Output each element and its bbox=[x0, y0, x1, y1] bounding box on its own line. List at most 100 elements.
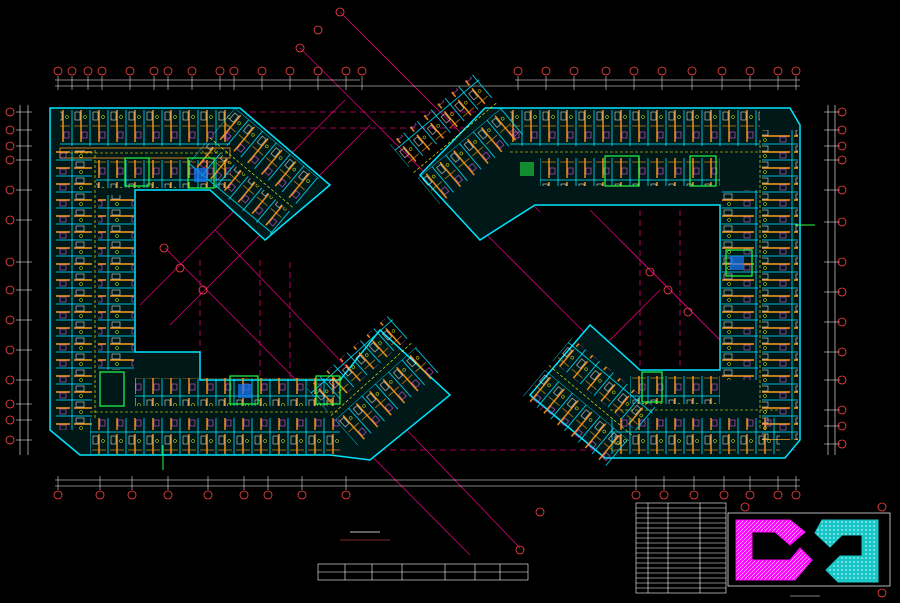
grid-bubble bbox=[5, 415, 15, 425]
grid-bubble bbox=[791, 490, 801, 500]
grid-bubble bbox=[837, 257, 847, 267]
grid-bubble bbox=[5, 375, 15, 385]
grid-bubble bbox=[5, 107, 15, 117]
grid-bubble bbox=[535, 507, 545, 517]
grid-bubble bbox=[163, 490, 173, 500]
grid-bubble bbox=[645, 267, 655, 277]
room-row-top-right-inner bbox=[540, 158, 720, 186]
grid-bubble bbox=[631, 490, 641, 500]
grid-bubble bbox=[357, 66, 367, 76]
grid-bubble bbox=[717, 66, 727, 76]
grid-bubble bbox=[203, 490, 213, 500]
grid-bubble bbox=[295, 43, 305, 53]
right-wing-block bbox=[389, 73, 815, 467]
grid-bubble bbox=[83, 66, 93, 76]
grid-bubble bbox=[5, 141, 15, 151]
legend-table bbox=[635, 502, 727, 594]
grid-bubble bbox=[837, 155, 847, 165]
grid-bubble bbox=[837, 217, 847, 227]
grid-bubble bbox=[837, 405, 847, 415]
grid-bubble bbox=[773, 66, 783, 76]
grid-bubble bbox=[837, 421, 847, 431]
revision-table bbox=[317, 563, 529, 581]
grid-bubble bbox=[541, 66, 551, 76]
grid-bubble bbox=[657, 66, 667, 76]
grid-bubble bbox=[601, 66, 611, 76]
grid-bubble bbox=[163, 66, 173, 76]
grid-bubble bbox=[5, 315, 15, 325]
grid-bubble bbox=[341, 66, 351, 76]
diagonal-axis-lines bbox=[100, 11, 800, 556]
grid-bubble bbox=[187, 66, 197, 76]
grid-bubble bbox=[215, 66, 225, 76]
grid-bubble bbox=[837, 439, 847, 449]
grid-bubble bbox=[5, 257, 15, 267]
grid-axis-bubbles bbox=[5, 7, 847, 555]
grid-bubble bbox=[745, 66, 755, 76]
grid-bubble bbox=[5, 435, 15, 445]
grid-bubble bbox=[313, 25, 323, 35]
grid-bubble bbox=[53, 490, 63, 500]
grid-bubble bbox=[125, 66, 135, 76]
grid-bubble bbox=[745, 490, 755, 500]
room-column-left-inner bbox=[98, 195, 134, 370]
grid-bubble bbox=[773, 490, 783, 500]
grid-bubble bbox=[719, 490, 729, 500]
key-plan bbox=[727, 502, 891, 598]
grid-bubble bbox=[687, 66, 697, 76]
grid-bubble bbox=[149, 66, 159, 76]
grid-bubble bbox=[5, 215, 15, 225]
grid-bubble bbox=[837, 317, 847, 327]
grid-bubble bbox=[127, 490, 137, 500]
grid-bubble bbox=[67, 66, 77, 76]
grid-bubble bbox=[257, 66, 267, 76]
grid-bubble bbox=[689, 490, 699, 500]
grid-bubble bbox=[629, 66, 639, 76]
grid-bubble bbox=[5, 125, 15, 135]
room-row-bottom-left-inner bbox=[135, 378, 335, 406]
grid-bubble bbox=[313, 66, 323, 76]
room-column-right-outer bbox=[762, 130, 798, 440]
grid-bubble bbox=[837, 141, 847, 151]
grid-bubble bbox=[175, 263, 185, 273]
grid-bubble bbox=[95, 490, 105, 500]
grid-bubble bbox=[97, 66, 107, 76]
grid-bubble bbox=[5, 285, 15, 295]
grid-bubble bbox=[659, 490, 669, 500]
grid-bubble bbox=[53, 66, 63, 76]
grid-bubble bbox=[229, 66, 239, 76]
grid-bubble bbox=[5, 399, 15, 409]
grid-bubble bbox=[791, 66, 801, 76]
grid-bubble bbox=[341, 490, 351, 500]
grid-bubble bbox=[837, 375, 847, 385]
grid-bubble bbox=[837, 125, 847, 135]
grid-bubble bbox=[837, 185, 847, 195]
grid-bubble bbox=[297, 490, 307, 500]
room-column-right-inner bbox=[722, 190, 758, 380]
dimension-lines bbox=[19, 79, 836, 487]
room-row-top-right bbox=[510, 110, 760, 146]
grid-bubble bbox=[837, 287, 847, 297]
grid-bubble bbox=[198, 285, 208, 295]
grid-bubble bbox=[837, 107, 847, 117]
grid-bubble bbox=[837, 347, 847, 357]
grid-bubble bbox=[663, 285, 673, 295]
grid-bubble bbox=[335, 7, 345, 17]
dimension-ticks bbox=[16, 76, 840, 490]
grid-bubble bbox=[239, 490, 249, 500]
grid-bubble bbox=[569, 66, 579, 76]
grid-bubble bbox=[683, 307, 693, 317]
left-wing-block bbox=[49, 107, 452, 470]
grid-bubble bbox=[159, 243, 169, 253]
grid-bubble bbox=[285, 66, 295, 76]
room-row-bottom-left bbox=[90, 418, 340, 454]
grid-bubble bbox=[513, 66, 523, 76]
grid-bubble bbox=[5, 155, 15, 165]
grid-bubble bbox=[5, 185, 15, 195]
grid-bubble bbox=[515, 545, 525, 555]
grid-bubble bbox=[263, 490, 273, 500]
grid-bubble bbox=[5, 345, 15, 355]
room-column-left-outer bbox=[56, 150, 92, 430]
drawing-title-block bbox=[340, 531, 390, 541]
